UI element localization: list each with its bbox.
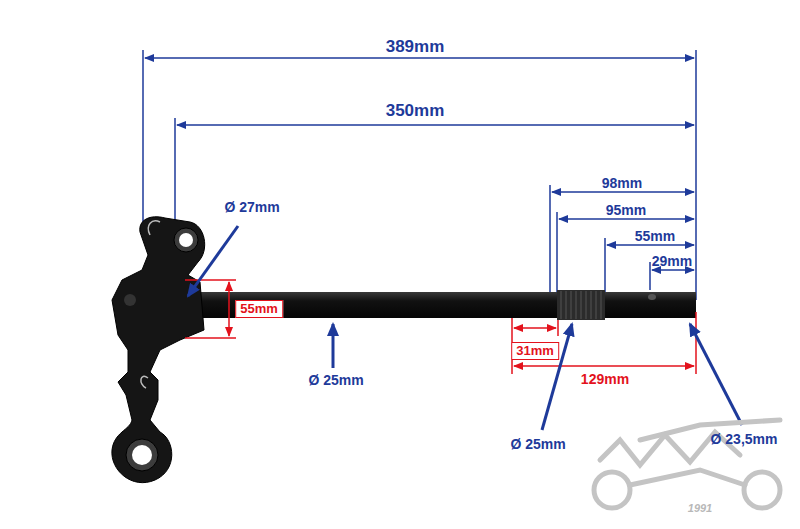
dimension-label: 95mm (606, 203, 646, 218)
diameter-label: Ø 23,5mm (711, 432, 778, 447)
dimension-label: 389mm (386, 38, 445, 57)
dimension-label: 55mm (235, 300, 283, 318)
watermark-text: 1991 (688, 502, 712, 514)
diameter-label: Ø 25mm (510, 437, 565, 452)
diameter-label: Ø 25mm (308, 373, 363, 388)
dimension-label: 98mm (602, 176, 642, 191)
dimension-label: 31mm (511, 342, 559, 360)
dimension-label: 350mm (386, 102, 445, 121)
dimension-label: 129mm (578, 372, 632, 387)
dimension-label: 55mm (635, 229, 675, 244)
diameter-label: Ø 27mm (224, 200, 279, 215)
dimension-label: 29mm (652, 254, 692, 269)
